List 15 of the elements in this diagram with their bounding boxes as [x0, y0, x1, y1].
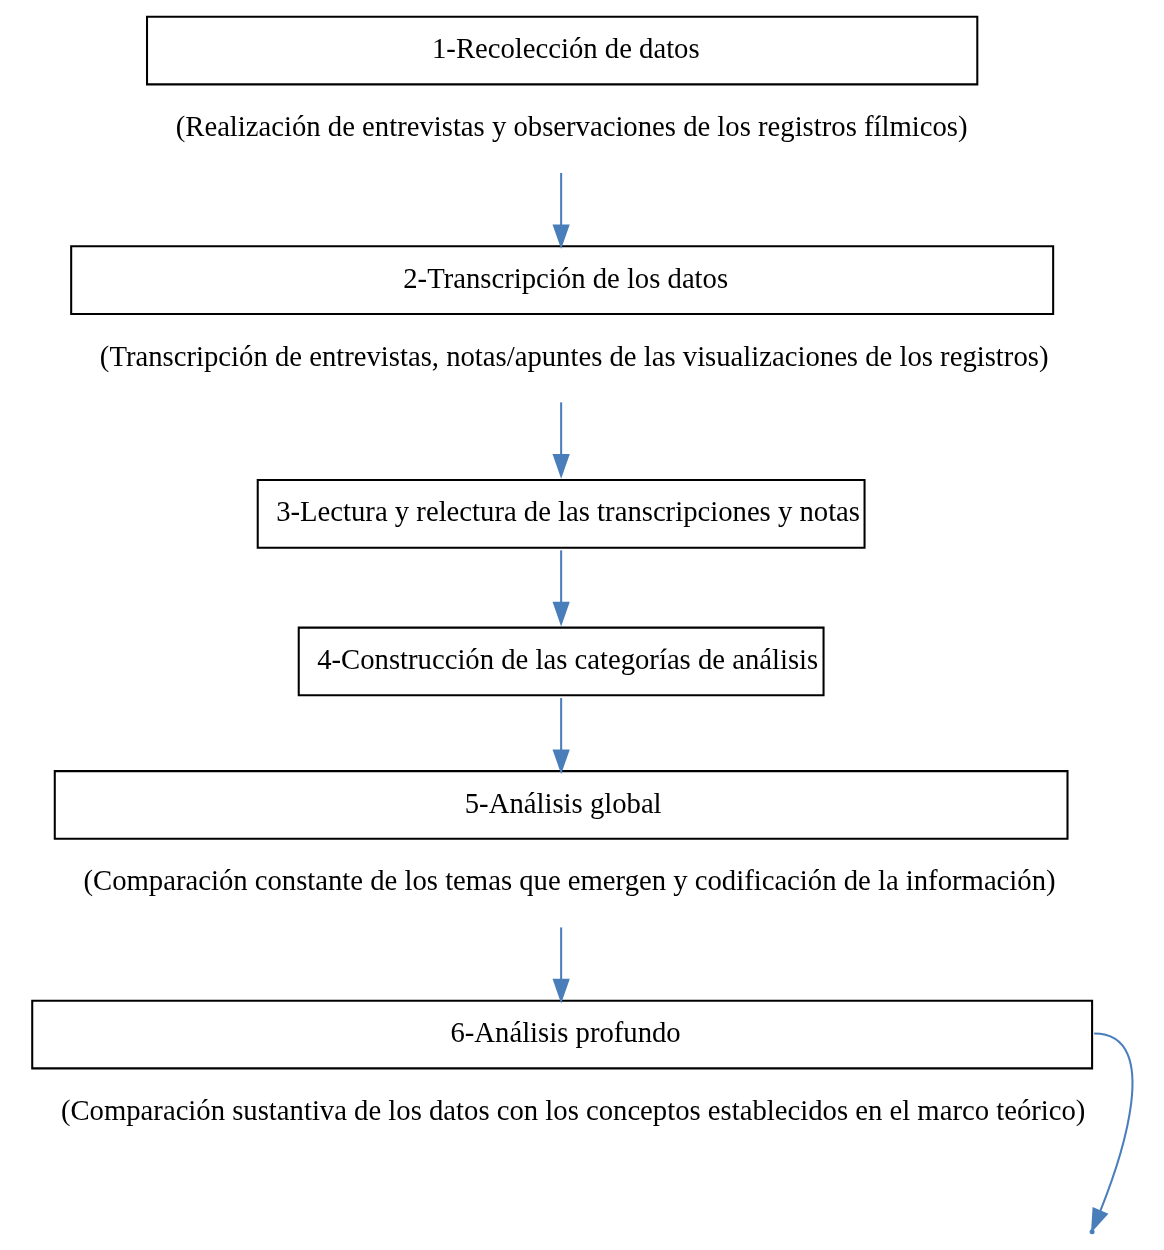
- node-box: 3-Lectura y relectura de las transcripciones y notas: [256, 479, 866, 549]
- node-box: 1-Recolección de datos: [146, 15, 979, 86]
- node-box: 5-Análisis global: [53, 770, 1069, 840]
- arrow: [552, 927, 570, 1004]
- arrow: [552, 550, 570, 627]
- node-box: 6-Análisis profundo: [31, 999, 1094, 1070]
- node-box: 2-Transcripción de los datos: [70, 245, 1055, 315]
- node-label: (Comparación constante de los temas que emergen y codificación de la información): [83, 864, 1056, 897]
- arrow: [552, 698, 570, 775]
- node-label: (Realización de entrevistas y observaciones de los registros fílmicos): [175, 110, 968, 143]
- node-label: (Comparación sustantiva de los datos con los conceptos establecidos en el marco teórico): [60, 1094, 1086, 1127]
- node-box: 4-Construcción de las categorías de análisis: [297, 626, 825, 697]
- arrow: [552, 173, 570, 249]
- arrow: [552, 402, 570, 479]
- node-label: (Transcripción de entrevistas, notas/apuntes de las visualizaciones de los registros): [99, 339, 1049, 372]
